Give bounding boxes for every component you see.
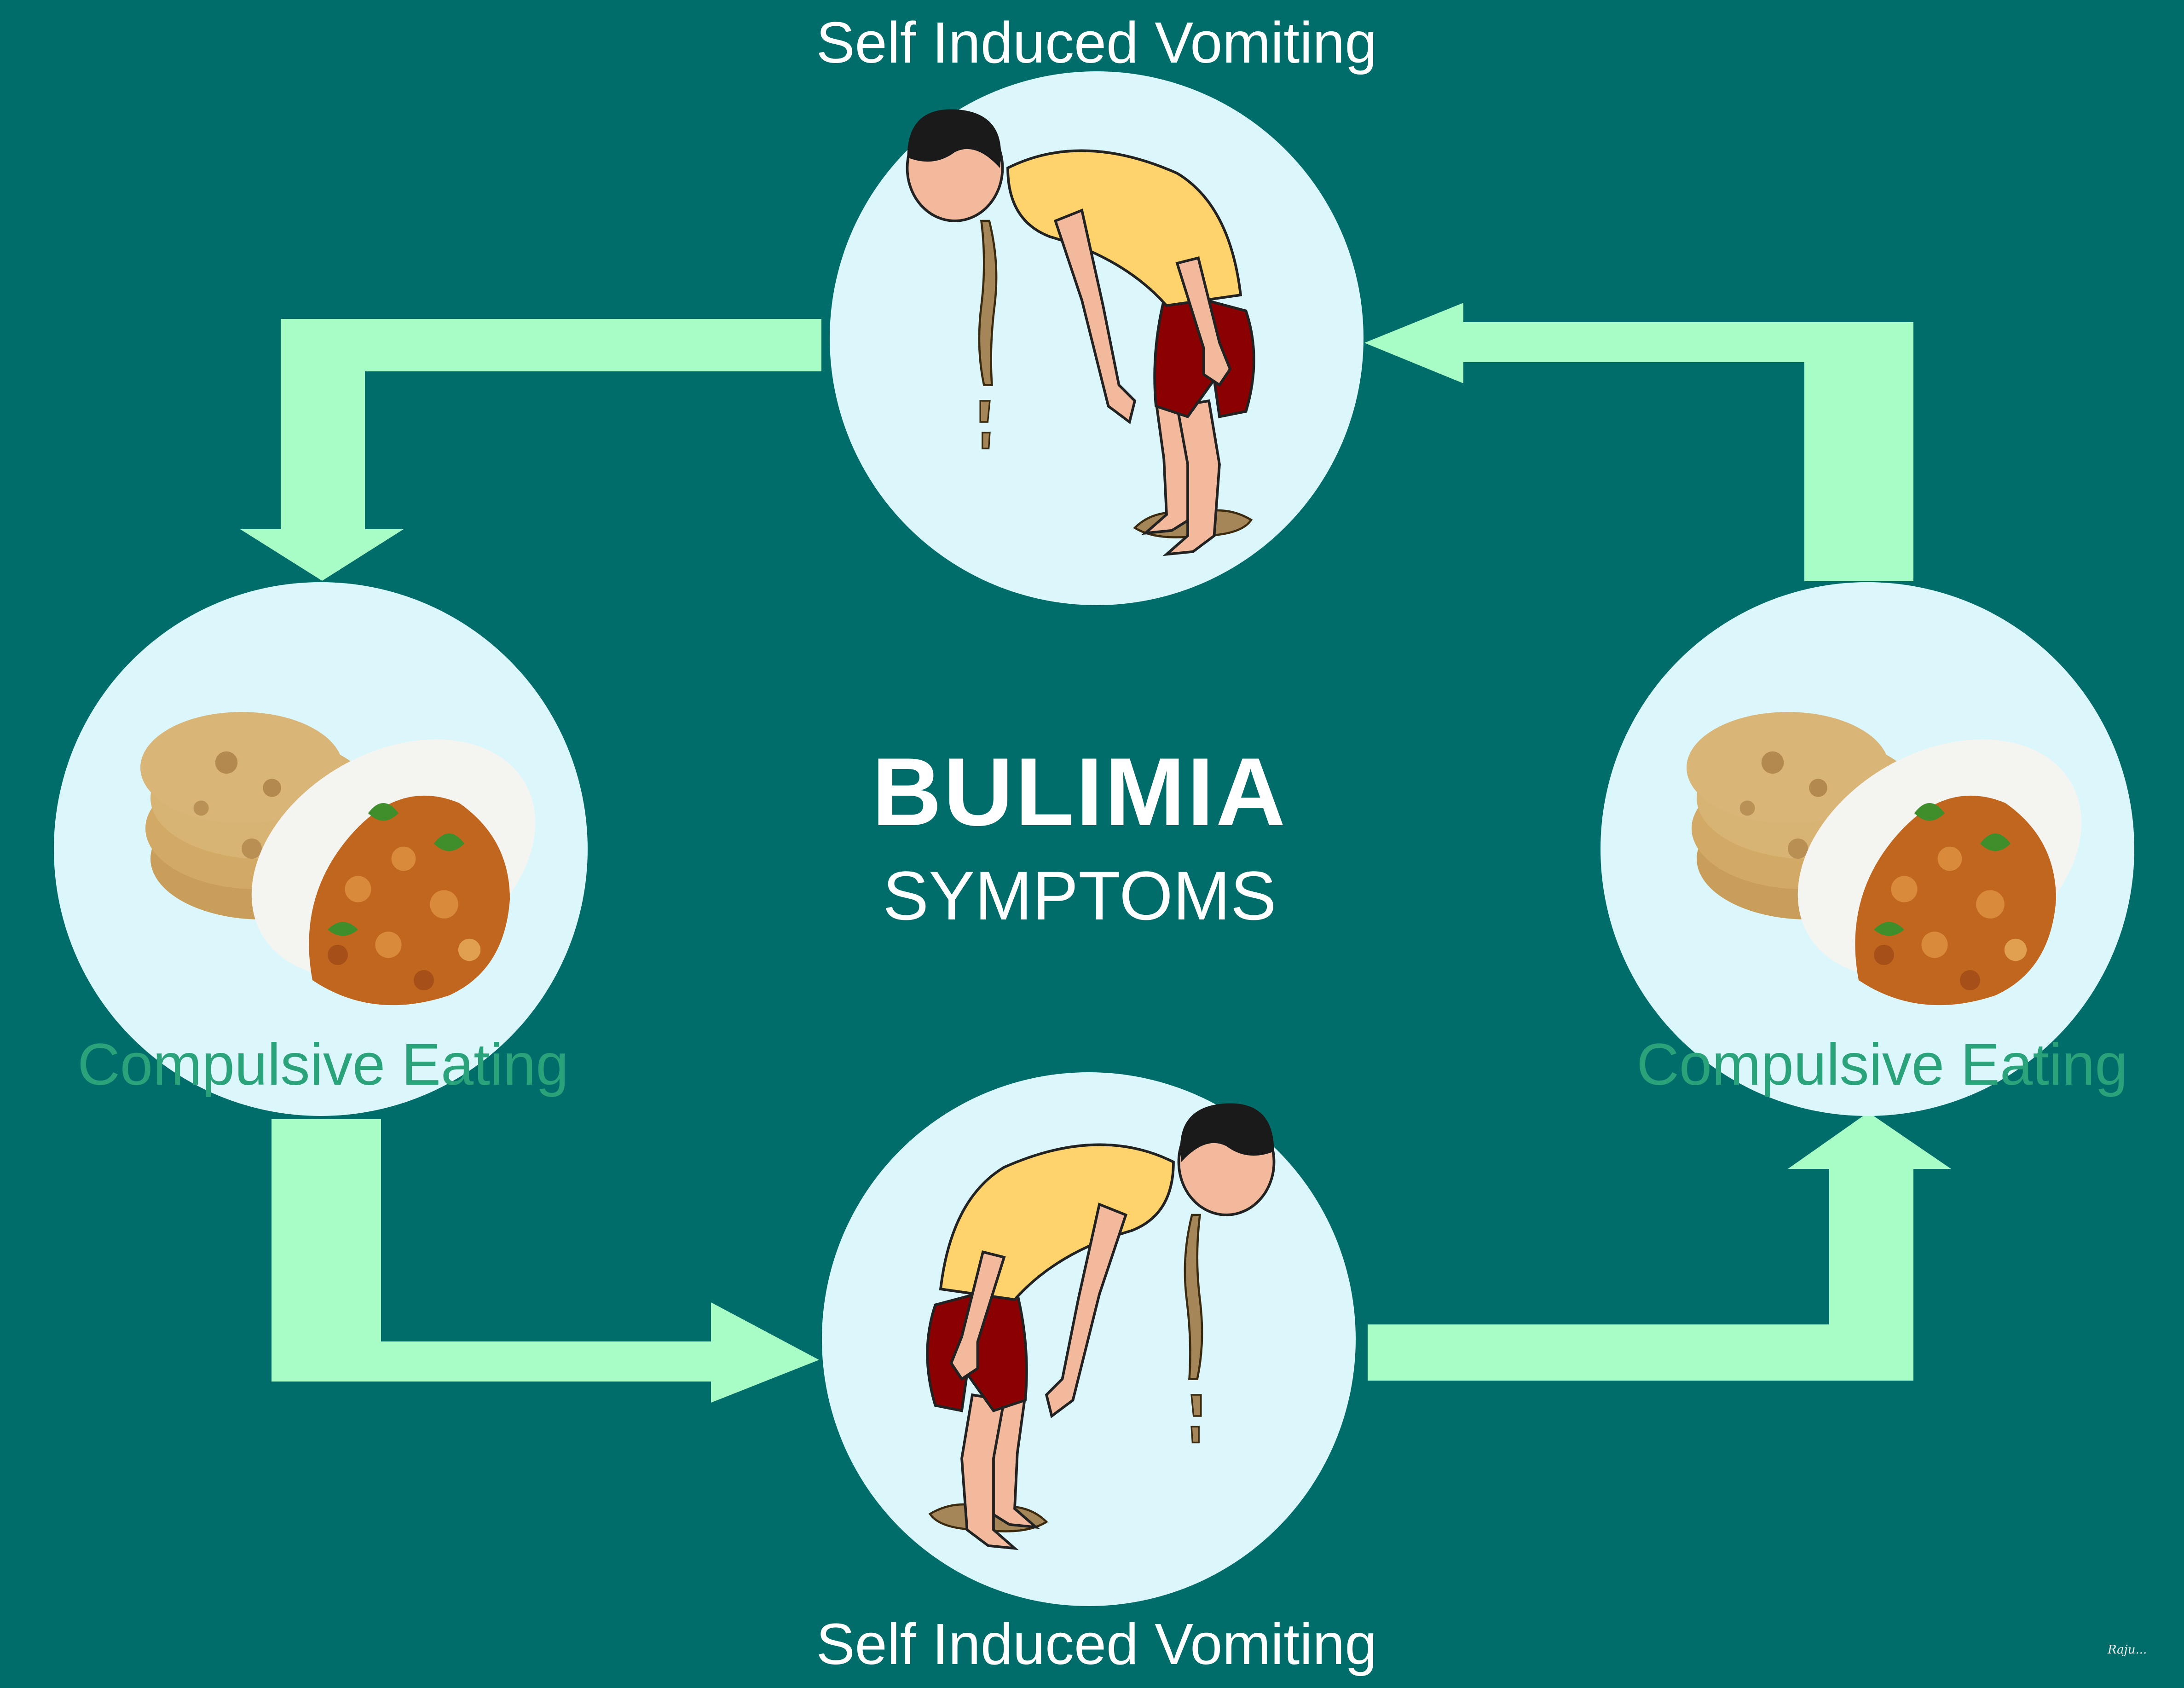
cycle-arrows [240,303,1951,1403]
arrow-left-to-bottom [272,1119,819,1403]
label-left-node: Compulsive Eating [77,1032,569,1098]
arrow-bottom-to-right [1368,1112,1951,1381]
node-top [830,71,1364,605]
diagram-subtitle: SYMPTOMS [883,857,1277,934]
arrow-top-to-left [240,319,821,581]
label-right-node: Compulsive Eating [1636,1032,2128,1098]
label-top-node: Self Induced Vomiting [816,10,1377,75]
node-right [1600,582,2134,1116]
node-left [54,582,588,1116]
label-bottom-node: Self Induced Vomiting [816,1612,1377,1676]
diagram-title: BULIMIA [872,738,1288,846]
arrow-right-to-top [1364,303,1913,581]
node-bottom [822,1072,1356,1606]
artist-signature: Raju... [2108,1643,2147,1657]
